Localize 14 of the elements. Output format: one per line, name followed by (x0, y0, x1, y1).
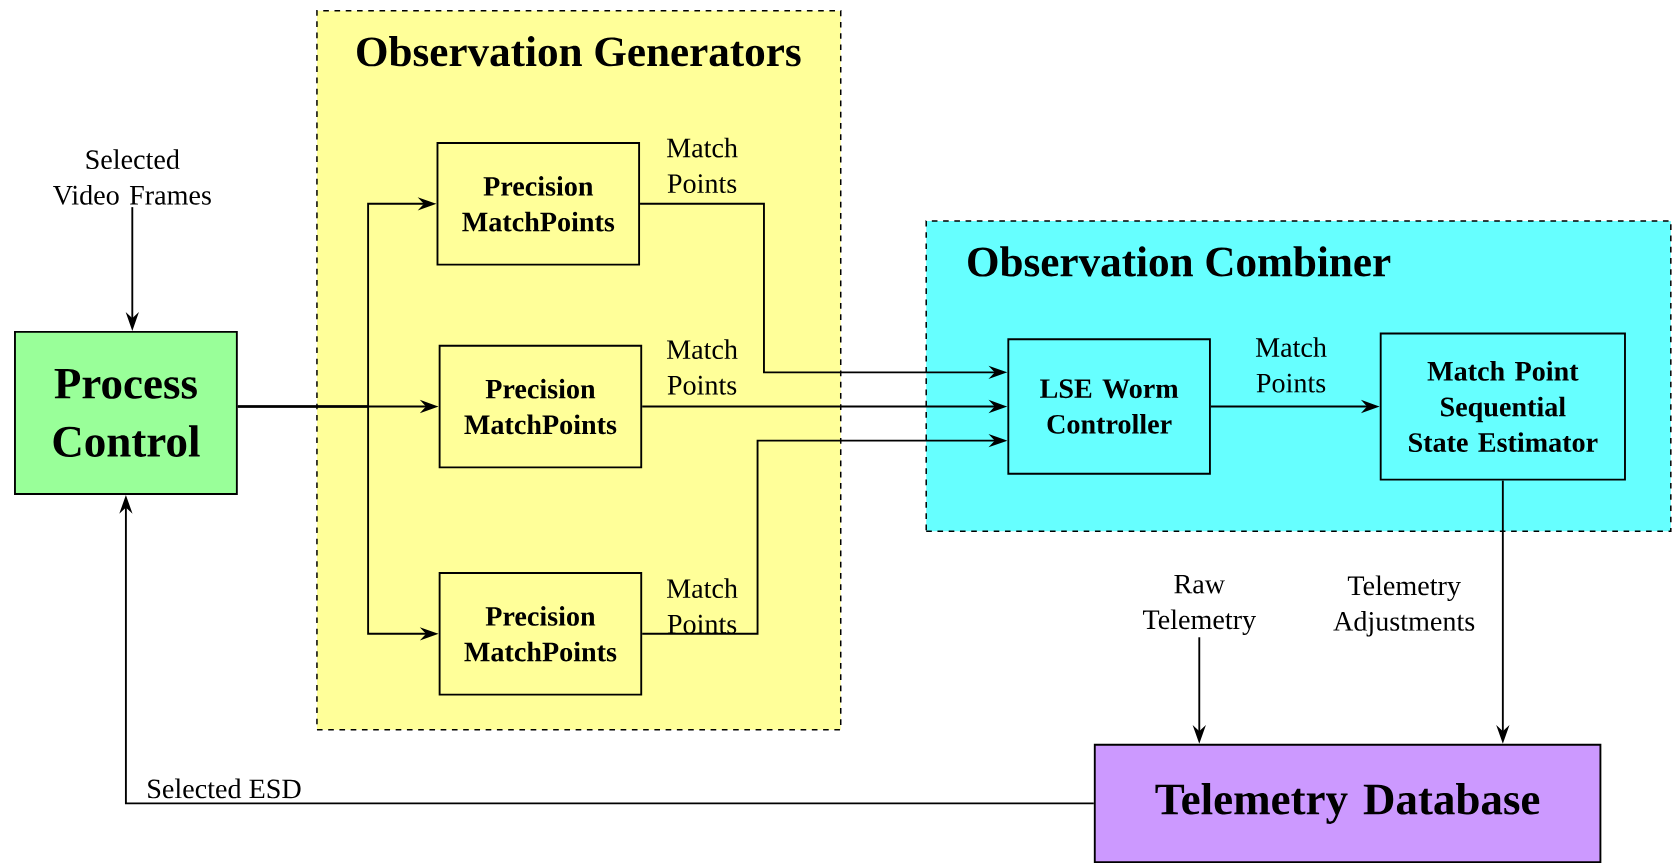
process-box: LSE Worm Controller (1007, 338, 1211, 475)
process-box: Precision MatchPoints (436, 141, 641, 266)
edge-label: Match Points (667, 339, 738, 395)
process-box: Process Control (14, 330, 238, 495)
process-box: Precision MatchPoints (438, 344, 643, 469)
input-label: Selected Video Frames (53, 149, 211, 205)
process-box: Precision MatchPoints (438, 571, 643, 696)
input-label: Raw Telemetry (1143, 574, 1256, 635)
edge-label: Match Points (667, 137, 738, 193)
edge-label: Selected ESD (148, 778, 301, 799)
edge-label: Match Points (1255, 337, 1327, 393)
process-box: Match Point Sequential State Estimator (1379, 332, 1626, 481)
edge-label: Telemetry Adjustments (1333, 575, 1475, 637)
process-box: Telemetry Database (1093, 743, 1602, 863)
